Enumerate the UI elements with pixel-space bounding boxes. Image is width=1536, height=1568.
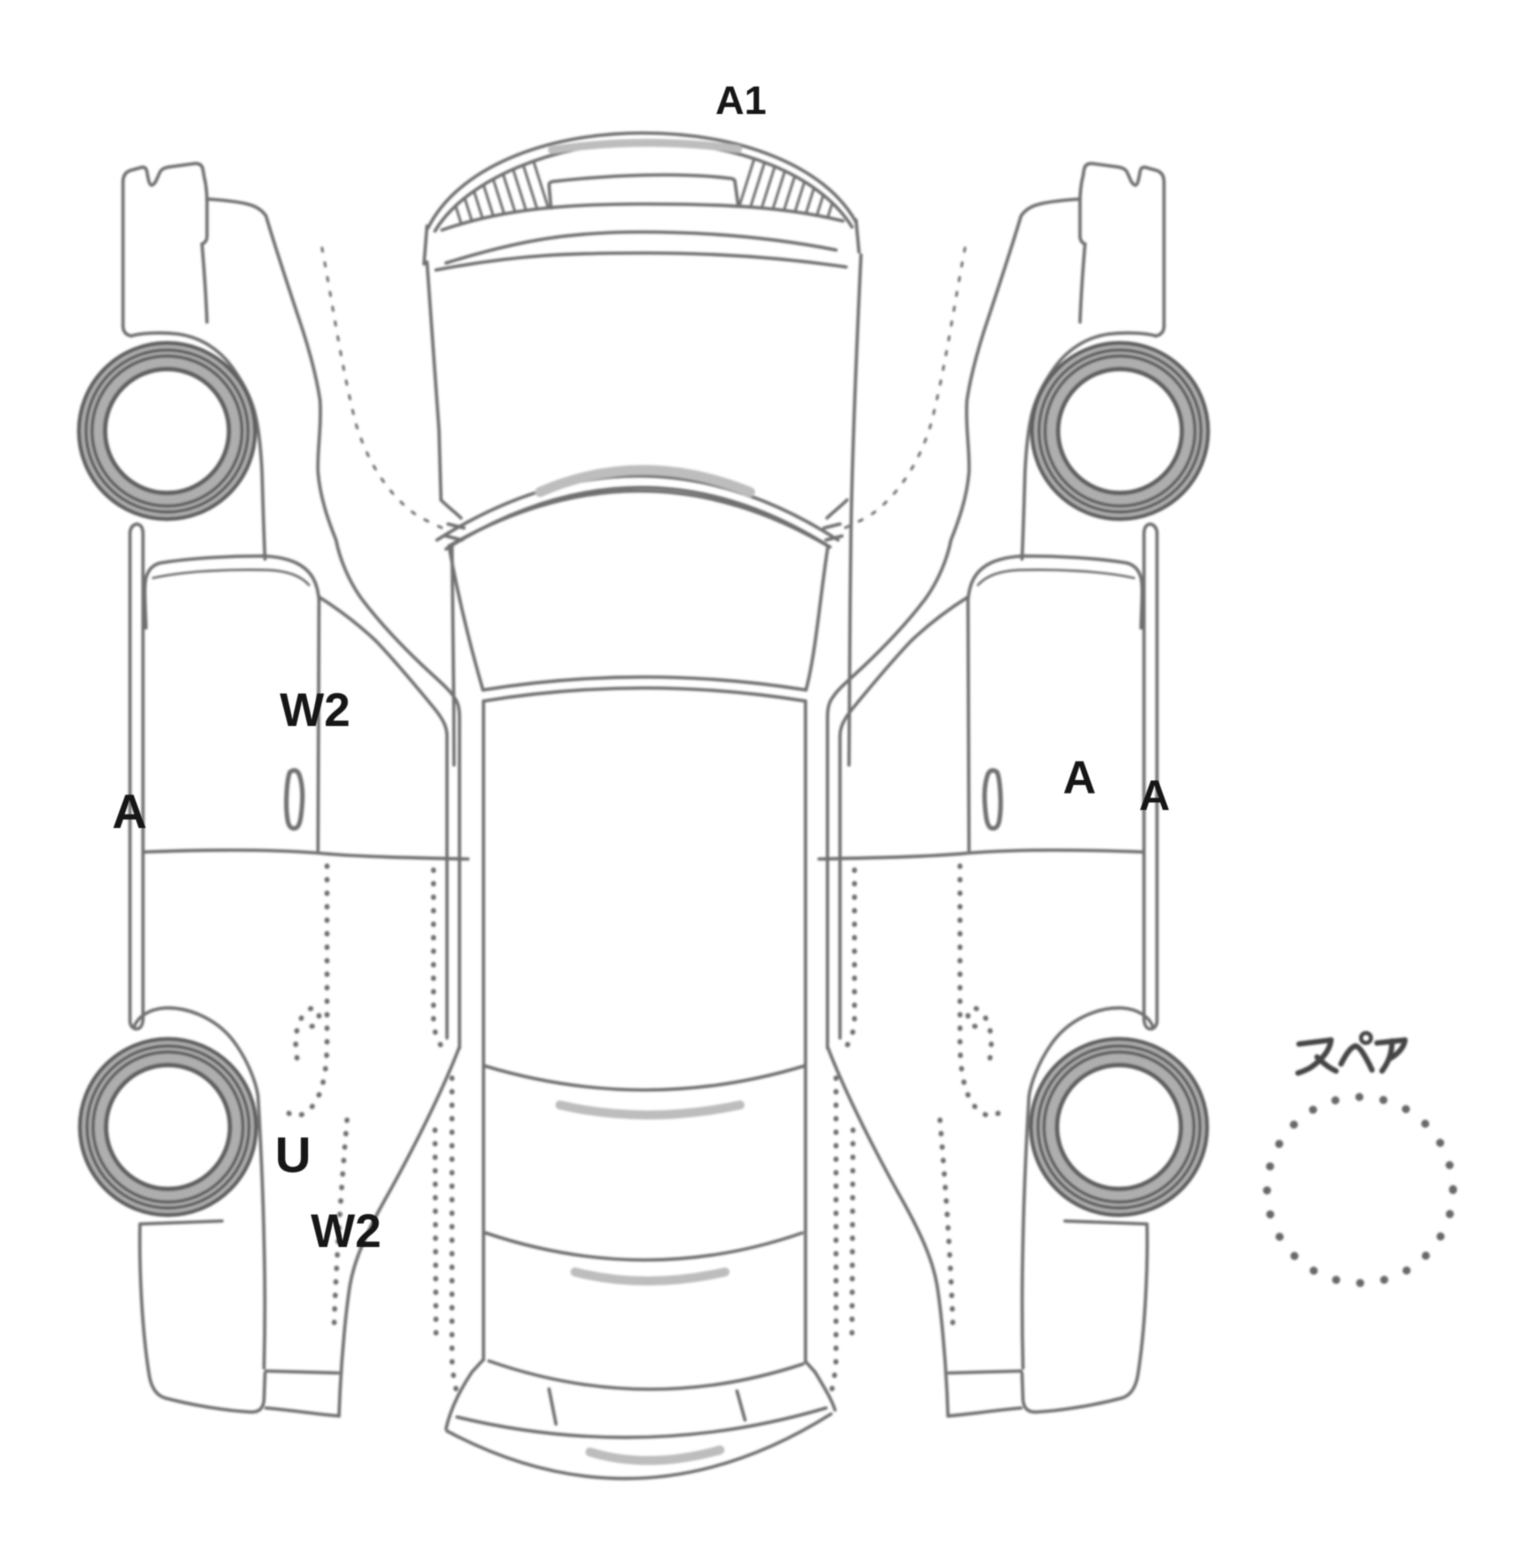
svg-text:A: A bbox=[1063, 751, 1096, 803]
svg-text:W2: W2 bbox=[280, 683, 351, 736]
svg-text:W2: W2 bbox=[311, 1204, 382, 1257]
svg-text:U: U bbox=[275, 1127, 311, 1183]
svg-text:A1: A1 bbox=[715, 79, 766, 123]
svg-text:A: A bbox=[112, 786, 147, 839]
svg-text:A: A bbox=[1139, 772, 1170, 820]
